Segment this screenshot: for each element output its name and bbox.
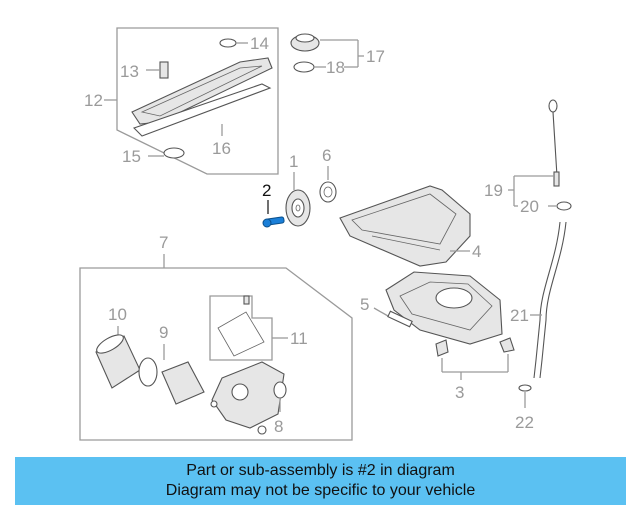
seal-8 <box>273 381 287 399</box>
callout-6: 6 <box>322 146 331 165</box>
callout-15: 15 <box>122 147 141 166</box>
seal-14 <box>219 38 237 48</box>
callout-20: 20 <box>520 197 539 216</box>
callout-4: 4 <box>472 242 481 261</box>
bolt-13 <box>159 61 169 79</box>
callout-1: 1 <box>289 152 298 171</box>
banner-line-1: Part or sub-assembly is #2 in diagram <box>186 462 455 479</box>
callout-2: 2 <box>262 181 271 200</box>
front-seal-6 <box>319 181 337 203</box>
callout-14: 14 <box>250 34 269 53</box>
callout-5: 5 <box>360 295 369 314</box>
filter-element <box>161 361 205 405</box>
dipstick-19 <box>553 171 560 187</box>
callout-3: 3 <box>455 383 464 402</box>
upper-oil-pan-group: 4 <box>339 185 481 267</box>
callout-18: 18 <box>326 58 345 77</box>
callout-9: 9 <box>159 323 168 342</box>
dipstick-group: 19 20 21 22 <box>484 99 572 432</box>
callout-19: 19 <box>484 181 503 200</box>
dipstick-tube-21 <box>533 221 561 379</box>
callout-7: 7 <box>159 233 168 252</box>
cap-seal-18 <box>293 61 315 73</box>
group-7-box <box>79 267 353 441</box>
grommet-15 <box>163 147 185 159</box>
callout-13: 13 <box>120 62 139 81</box>
valve-cover-gasket <box>132 83 272 137</box>
dipstick-handle <box>548 99 558 113</box>
callout-21: 21 <box>510 306 529 325</box>
callout-16: 16 <box>212 139 231 158</box>
oil-filter-group: 7 10 9 11 8 <box>79 233 353 441</box>
valve-cover <box>131 57 273 125</box>
pulley-bolt-part-2[interactable] <box>262 216 285 228</box>
o-ring-22 <box>518 384 532 392</box>
oil-cap-group: 18 17 <box>290 33 385 77</box>
parts-diagram: 12 13 14 15 16 18 17 1 <box>79 27 572 441</box>
drain-plug-b <box>499 337 515 353</box>
baffle-5 <box>387 310 413 328</box>
valve-cover-group: 12 13 14 15 16 <box>84 27 279 175</box>
o-ring-20 <box>556 201 572 211</box>
callout-10: 10 <box>108 305 127 324</box>
callout-8: 8 <box>274 417 283 436</box>
gasket-box-11 <box>209 295 273 361</box>
callout-12: 12 <box>84 91 103 110</box>
lower-oil-pan-group: 5 3 <box>360 271 515 402</box>
group-12-box <box>116 27 279 175</box>
info-banner: Part or sub-assembly is #2 in diagram Di… <box>15 457 626 505</box>
callout-22: 22 <box>515 413 534 432</box>
callout-11: 11 <box>290 329 308 348</box>
filter-seal-9 <box>138 357 158 387</box>
pulley-group: 1 6 2 <box>262 146 337 228</box>
banner-line-2: Diagram may not be specific to your vehi… <box>165 482 476 499</box>
drain-plug-a <box>435 339 449 357</box>
callout-17: 17 <box>366 47 385 66</box>
upper-oil-pan <box>339 185 471 267</box>
